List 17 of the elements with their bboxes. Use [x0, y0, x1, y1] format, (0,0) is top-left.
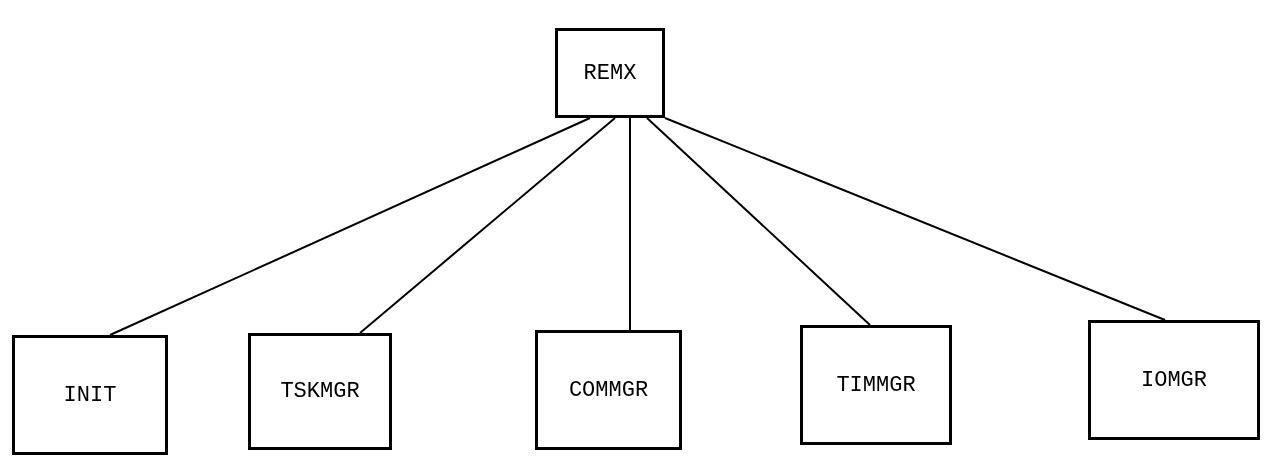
- connector-line: [629, 117, 631, 331]
- connector-line: [109, 117, 591, 336]
- connector-line: [646, 117, 871, 326]
- module-name: REMX: [583, 59, 637, 88]
- module-box: [248, 333, 392, 450]
- module-name: COMMGR: [568, 376, 649, 405]
- module-box: [12, 335, 168, 455]
- connector-line: [664, 117, 1166, 321]
- module-name: TIMMGR: [836, 371, 916, 400]
- module-box: [555, 28, 665, 118]
- module-name: IOMGR: [1141, 366, 1207, 395]
- module-box: [800, 325, 952, 445]
- module-name: INIT: [63, 381, 117, 410]
- connector-line: [359, 117, 616, 334]
- module-box: [1088, 320, 1260, 440]
- module-box: [535, 330, 682, 450]
- module-name: TSKMGR: [280, 378, 360, 406]
